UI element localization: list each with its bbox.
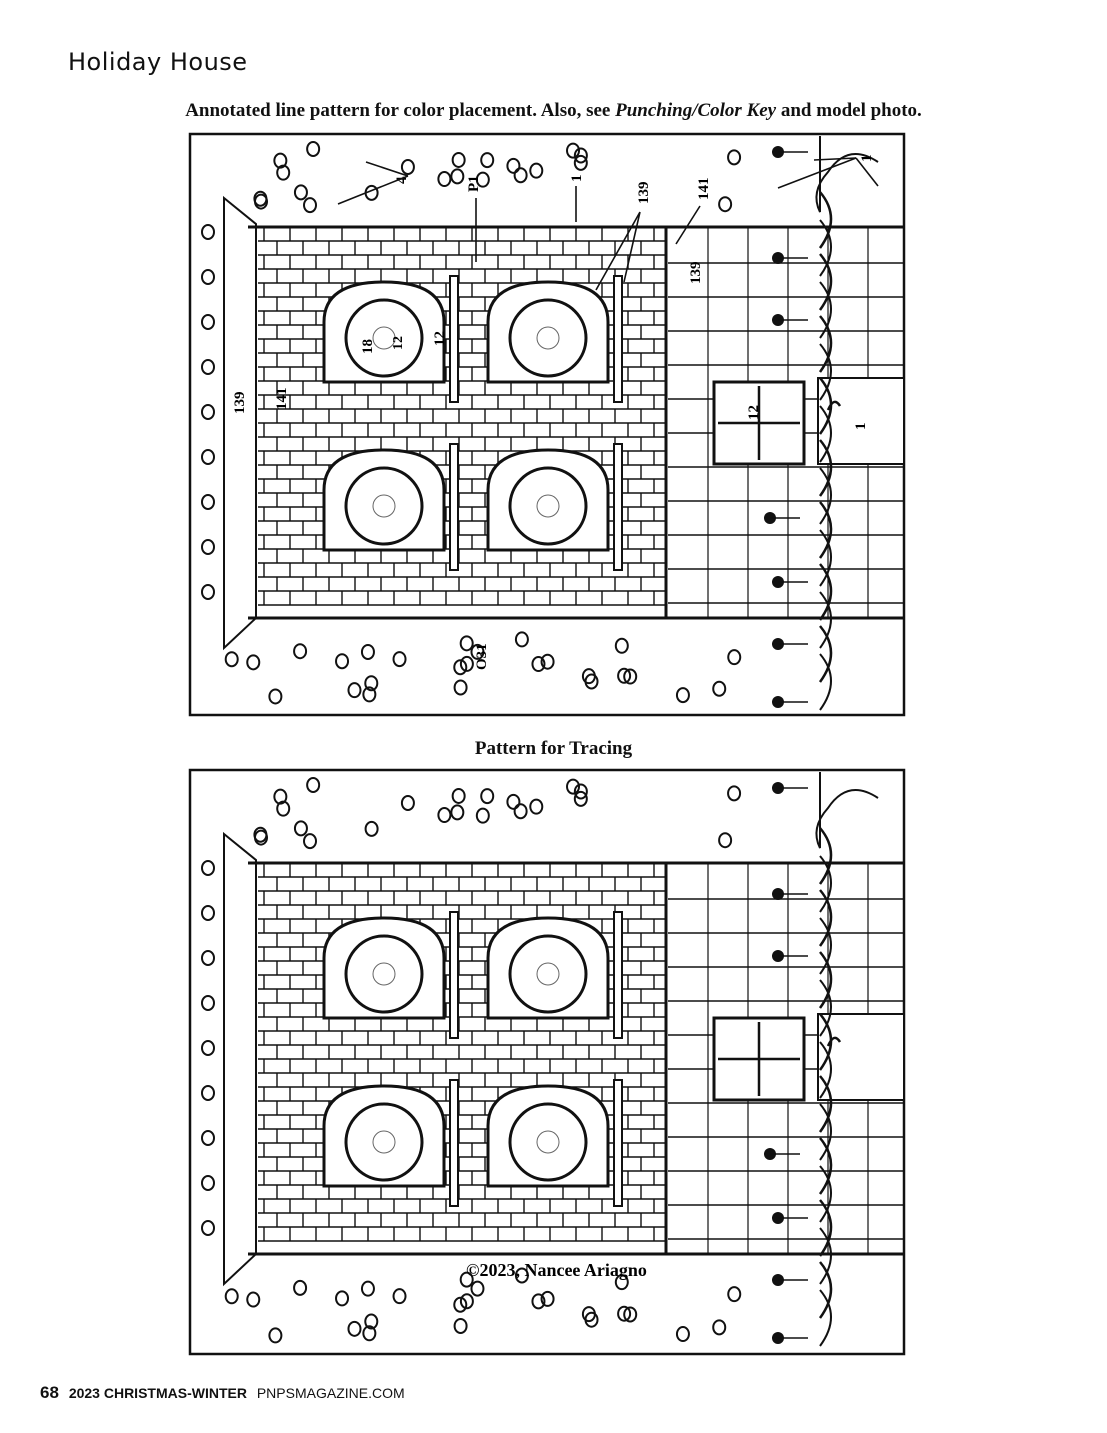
arched-window [322, 911, 459, 1039]
page-footer: 68 2023 CHRISTMAS-WINTER PNPSMAGAZINE.CO… [40, 1383, 405, 1403]
tracing-caption: Pattern for Tracing [474, 738, 633, 759]
wreath-center [372, 494, 396, 518]
arched-window [322, 443, 459, 571]
window-shutter [613, 275, 623, 403]
berry-dot [772, 252, 808, 264]
berry-dot [772, 888, 808, 900]
wreath-center [372, 962, 396, 986]
berry-dot [772, 576, 808, 588]
wreath [344, 298, 424, 378]
caption-tail: and model photo. [776, 100, 922, 121]
wreath [344, 1102, 424, 1182]
left-side-panel [223, 195, 257, 651]
berry-dot [764, 512, 800, 524]
door-knocker [826, 400, 842, 411]
label-139-right: 139 [688, 262, 704, 285]
window-shutter [449, 1079, 459, 1207]
berry-dot [772, 782, 808, 794]
arched-window [322, 275, 459, 403]
wreath-center [536, 962, 560, 986]
wreath-center [372, 1130, 396, 1154]
page-number: 68 [40, 1383, 59, 1402]
label-p1: P1 [466, 175, 482, 192]
label-12-arch: 12 [432, 331, 448, 346]
wreath-center [536, 494, 560, 518]
door-panel [817, 377, 905, 465]
window-shutter [613, 911, 623, 1039]
arched-window [486, 443, 623, 571]
label-18: 18 [360, 339, 376, 354]
section-title: Holiday House [68, 48, 248, 76]
scalloped-trim [815, 772, 879, 1347]
label-139-left: 139 [232, 392, 248, 415]
label-1-top: 1 [569, 175, 585, 183]
arched-window [486, 1079, 623, 1207]
snow-ovals [201, 777, 742, 1344]
label-141-top: 141 [696, 178, 712, 201]
window-shutter [613, 1079, 623, 1207]
label-4: 4 [394, 176, 410, 184]
berry-dot [772, 1212, 808, 1224]
label-141-left: 141 [274, 388, 290, 411]
wreath-center [372, 326, 396, 350]
wreath-center [536, 326, 560, 350]
wreath [508, 1102, 588, 1182]
berry-dot [772, 950, 808, 962]
label-139-top: 139 [636, 182, 652, 205]
berry-dot [772, 638, 808, 650]
annotated-pattern: 4 P1 1 139 141 1 139 139 141 18 12 12 12… [188, 132, 906, 717]
left-side-panel [223, 831, 257, 1287]
copyright: ©2023, Nancee Ariagno [466, 1260, 647, 1280]
wreath [508, 466, 588, 546]
window-shutter [449, 275, 459, 403]
square-window [712, 1016, 806, 1102]
site-url: PNPSMAGAZINE.COM [256, 1385, 405, 1401]
label-12-window: 12 [746, 405, 762, 420]
square-window [712, 380, 806, 466]
arched-window [486, 911, 623, 1039]
arched-window [486, 275, 623, 403]
window-shutter [449, 911, 459, 1039]
issue-label: 2023 CHRISTMAS-WINTER [68, 1385, 247, 1401]
wreath-center [536, 1130, 560, 1154]
annotated-caption: Annotated line pattern for color placeme… [0, 100, 1107, 122]
berry-dot [772, 146, 808, 158]
label-o31: O31 [474, 643, 490, 670]
wreath [344, 466, 424, 546]
wreath [344, 934, 424, 1014]
annotation-labels: 4 P1 1 139 141 1 139 139 141 18 12 12 12… [232, 155, 875, 671]
berry-dot [772, 314, 808, 326]
door-knocker [826, 1036, 842, 1047]
caption-lead: Annotated line pattern for color placeme… [185, 100, 616, 121]
berry-dot [772, 696, 808, 708]
window-shutter [449, 443, 459, 571]
label-1-door: 1 [853, 423, 869, 431]
snow-ovals [201, 141, 742, 705]
arched-window [322, 1079, 459, 1207]
label-1-roof: 1 [859, 155, 875, 163]
berry-dot [772, 1332, 808, 1344]
wreath [508, 298, 588, 378]
berry-dot [772, 1274, 808, 1286]
window-shutter [613, 443, 623, 571]
tracing-pattern: ©2023, Nancee Ariagno [188, 768, 906, 1356]
scalloped-trim [815, 136, 879, 711]
door-panel [817, 1013, 905, 1101]
berry-dot [764, 1148, 800, 1160]
annotation-arrows [337, 157, 879, 291]
wreath [508, 934, 588, 1014]
label-12-circle: 12 [391, 336, 406, 350]
caption-emphasis: Punching/Color Key [615, 100, 777, 121]
